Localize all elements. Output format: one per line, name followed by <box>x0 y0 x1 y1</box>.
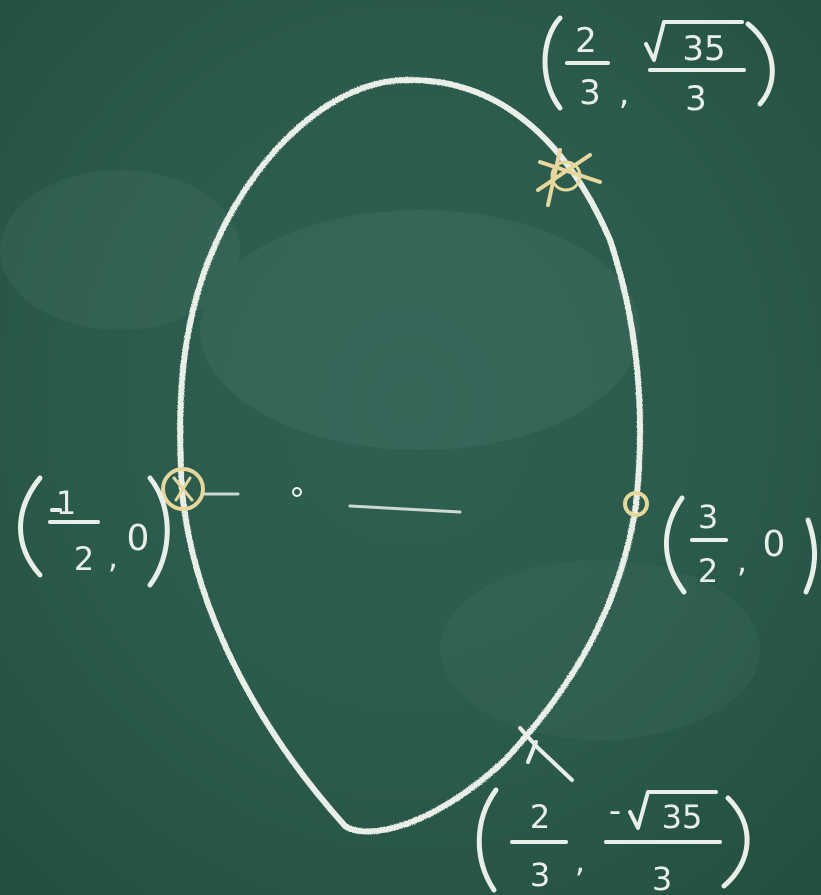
svg-text:,: , <box>619 73 630 113</box>
label-left-y: 0 <box>127 518 150 559</box>
label-bottom-right-rad: 35 <box>662 798 703 836</box>
center-marks <box>203 487 462 514</box>
label-top-right-rad: 35 <box>682 29 725 69</box>
point-markers <box>161 148 649 782</box>
bottom-tick-marker-icon <box>518 726 574 782</box>
label-top-right-den: 3 <box>579 73 601 113</box>
label-right-den: 2 <box>698 552 718 590</box>
svg-text:,: , <box>575 842 585 880</box>
label-bottom-right-num: 2 <box>530 798 550 836</box>
label-bottom-right-sign: - <box>609 791 621 831</box>
right-circle-marker-icon <box>623 491 649 517</box>
label-bottom-right-rad-den: 3 <box>652 860 672 895</box>
label-top-right-num: 2 <box>575 21 597 61</box>
star-marker-icon <box>536 148 602 207</box>
label-left-num: 1 <box>56 484 76 522</box>
svg-text:,: , <box>737 542 747 580</box>
label-left-den: 2 <box>74 540 94 578</box>
svg-text:,: , <box>108 538 118 576</box>
label-bottom-right-den: 3 <box>530 856 550 894</box>
label-left: 1 2 , 0 <box>18 475 170 588</box>
label-right-num: 3 <box>698 498 718 536</box>
label-top-right-rad-den: 3 <box>685 79 707 119</box>
eraser-smudges <box>0 170 760 740</box>
left-circle-marker-icon <box>161 467 205 511</box>
ellipse-curve <box>177 76 644 835</box>
label-right-y: 0 <box>763 524 786 565</box>
label-top-right: 2 3 , 35 3 <box>542 15 775 119</box>
label-right: 3 2 , 0 <box>664 495 818 595</box>
label-bottom-right: 2 3 , - 35 3 <box>476 787 750 895</box>
